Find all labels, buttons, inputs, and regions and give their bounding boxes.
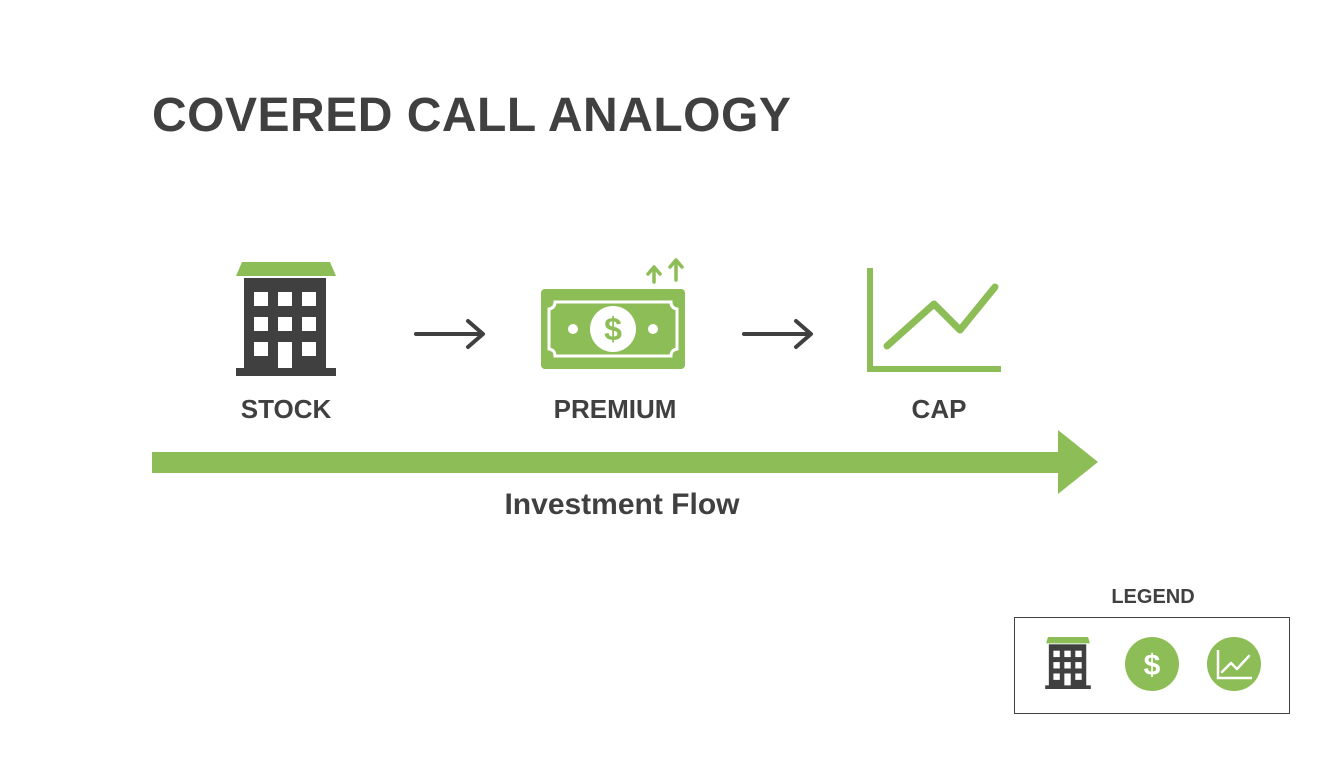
investment-flow-arrow [152, 430, 1098, 494]
arrow-right-icon [414, 319, 485, 349]
legend-box: $ [1014, 617, 1290, 714]
arrow-right-icon [742, 319, 813, 349]
line-chart-icon [867, 268, 1001, 372]
diagram-title: COVERED CALL ANALOGY [152, 89, 792, 142]
node-label-stock: STOCK [240, 394, 332, 424]
building-icon [236, 262, 336, 376]
building-icon [1045, 637, 1091, 689]
legend-title: LEGEND [1111, 586, 1195, 608]
node-label-cap: CAP [911, 394, 967, 424]
money-bill-icon: $ [541, 258, 685, 369]
node-label-premium: PREMIUM [553, 394, 677, 424]
svg-text:$: $ [1144, 649, 1161, 682]
svg-text:$: $ [604, 311, 622, 347]
line-chart-icon [1207, 637, 1261, 691]
dollar-coin-icon: $ [1125, 637, 1179, 691]
flow-label: Investment Flow [504, 488, 740, 521]
